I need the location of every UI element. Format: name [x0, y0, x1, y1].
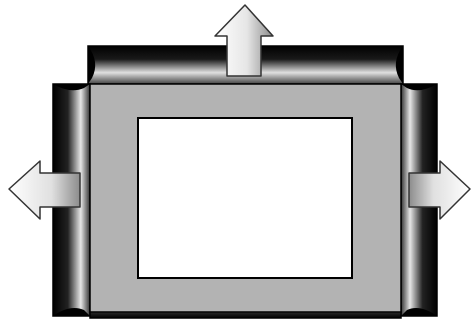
- picture-opening: [138, 118, 352, 278]
